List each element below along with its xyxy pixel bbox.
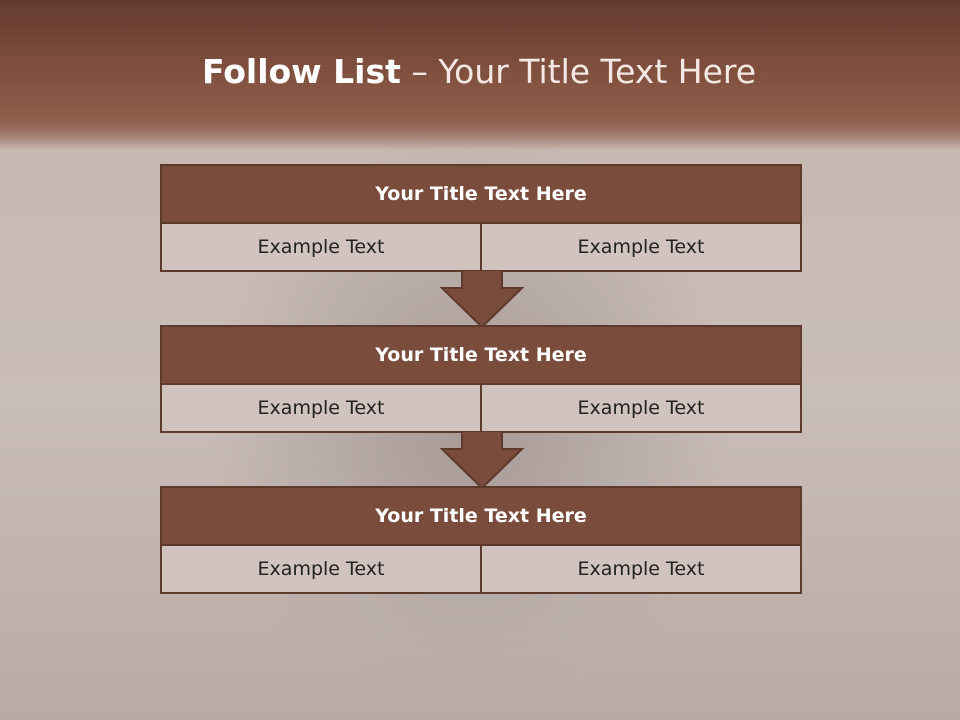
down-arrow-icon-2 xyxy=(440,431,524,489)
title-bold: Follow List xyxy=(202,52,401,91)
title-rest: Your Title Text Here xyxy=(438,52,757,91)
step-box-3: Your Title Text Here Example Text Exampl… xyxy=(160,486,802,594)
down-arrow-icon-1 xyxy=(440,270,524,328)
step-row-2: Example Text Example Text xyxy=(162,385,800,431)
step-cell-left-1: Example Text xyxy=(162,224,480,270)
step-cell-left-2: Example Text xyxy=(162,385,480,431)
step-cell-right-1: Example Text xyxy=(480,224,800,270)
step-title-2: Your Title Text Here xyxy=(162,327,800,385)
header-banner xyxy=(0,0,960,150)
slide-title: Follow List – Your Title Text Here xyxy=(202,52,756,91)
step-cell-right-2: Example Text xyxy=(480,385,800,431)
title-separator: – xyxy=(400,52,439,91)
step-cell-right-3: Example Text xyxy=(480,546,800,592)
step-cell-left-3: Example Text xyxy=(162,546,480,592)
step-box-2: Your Title Text Here Example Text Exampl… xyxy=(160,325,802,433)
step-box-1: Your Title Text Here Example Text Exampl… xyxy=(160,164,802,272)
step-title-3: Your Title Text Here xyxy=(162,488,800,546)
step-row-1: Example Text Example Text xyxy=(162,224,800,270)
step-row-3: Example Text Example Text xyxy=(162,546,800,592)
step-title-1: Your Title Text Here xyxy=(162,166,800,224)
